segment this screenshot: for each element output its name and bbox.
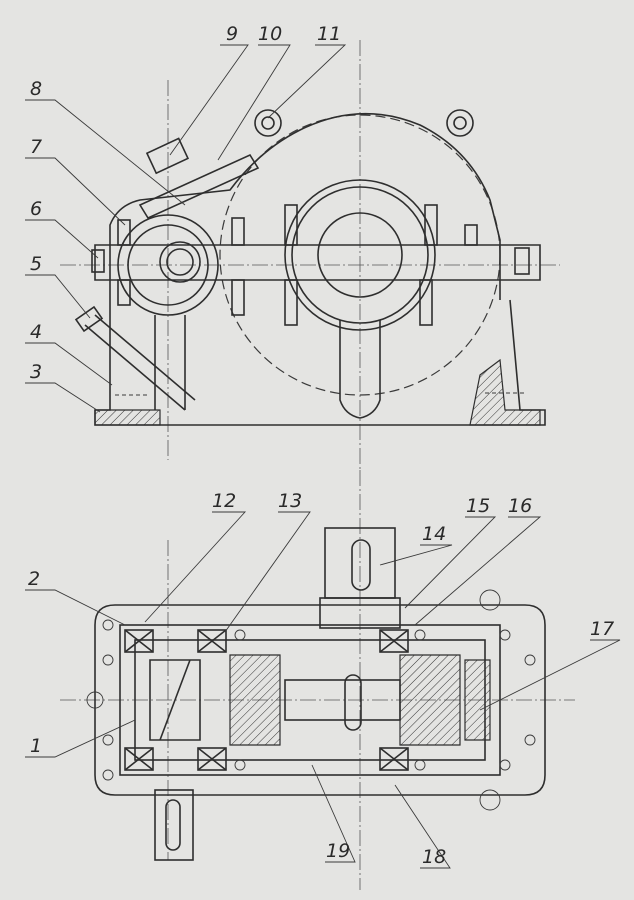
callout-14: 14 [422,523,446,545]
callout-4: 4 [30,321,42,343]
callout-8: 8 [30,78,42,100]
callout-5: 5 [30,253,42,275]
callout-9: 9 [226,23,238,45]
callout-1: 1 [30,735,42,757]
leader-lines [25,44,621,869]
front-view [60,40,560,470]
callout-10: 10 [258,23,282,45]
callout-12: 12 [212,490,236,512]
callout-13: 13 [278,490,302,512]
callout-18: 18 [422,846,446,868]
callout-7: 7 [30,136,42,158]
callout-19: 19 [326,840,350,862]
callout-3: 3 [30,361,42,383]
callout-2: 2 [28,568,40,590]
top-view [60,470,575,890]
callout-15: 15 [466,495,490,517]
callout-6: 6 [30,198,42,220]
callout-11: 11 [317,23,341,45]
callout-labels: 1 2 3 4 5 6 7 8 9 10 11 12 13 14 15 16 1… [28,23,614,868]
callout-17: 17 [590,618,614,640]
callout-16: 16 [508,495,532,517]
